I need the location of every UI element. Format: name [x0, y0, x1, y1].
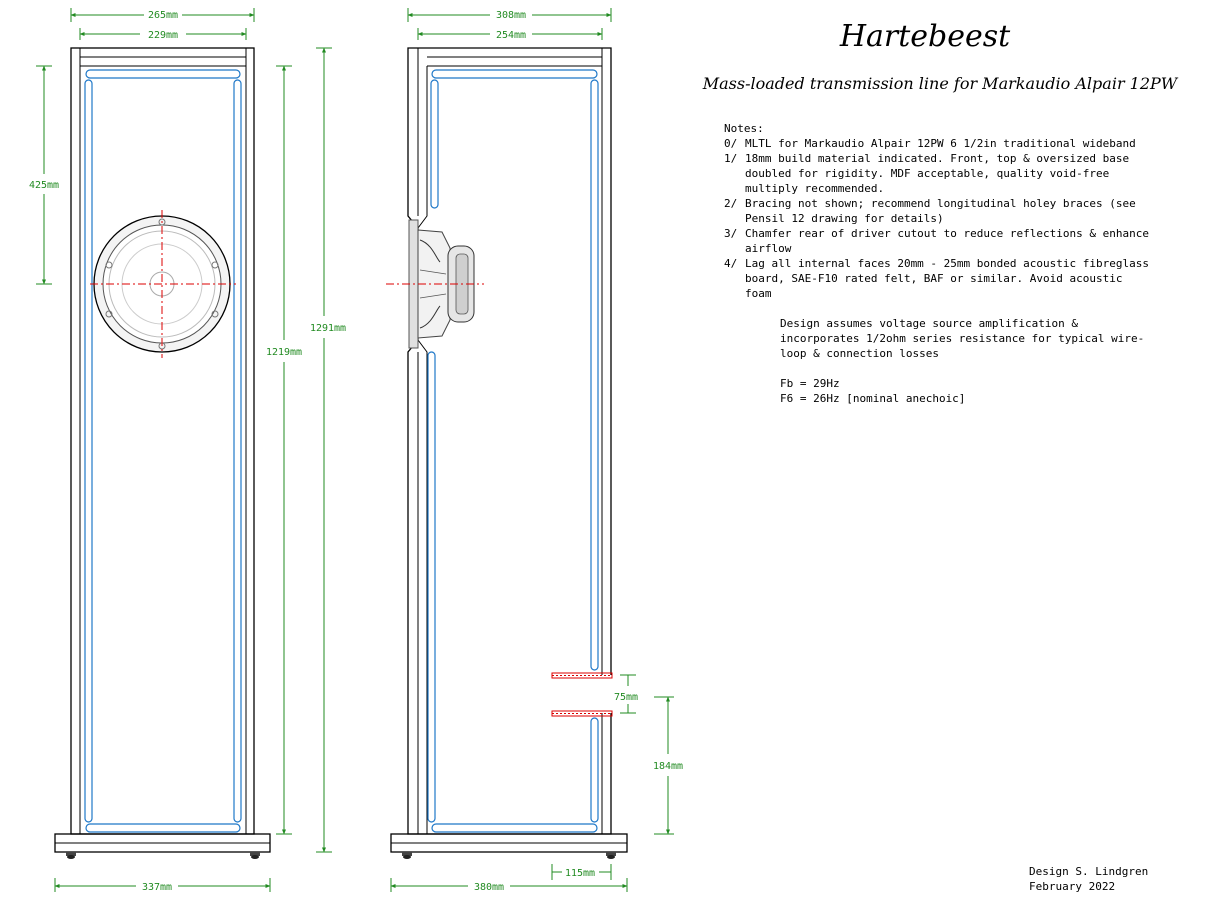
note-number: 0/	[724, 137, 738, 150]
side-foot-right	[606, 852, 616, 859]
credit-block: Design S. Lindgren February 2022	[1029, 864, 1148, 894]
front-cabinet-inner	[79, 65, 247, 835]
dim-side-base-depth: 380mm	[390, 878, 628, 893]
dim-side-outer-depth: 308mm	[407, 8, 612, 22]
note-item: 0/ MLTL for Markaudio Alpair 12PW 6 1/2i…	[724, 136, 1154, 151]
front-inner-height-label: 1219mm	[266, 347, 302, 358]
designer-name: Design S. Lindgren	[1029, 865, 1149, 878]
side-view: 308mm 254mm 75mm 184mm 3	[386, 8, 683, 893]
note-number: 2/	[724, 197, 738, 210]
note-item: 2/ Bracing not shown; recommend longitud…	[724, 196, 1154, 226]
front-lagging-bottom	[85, 823, 241, 833]
side-foot-left	[402, 852, 412, 859]
port-position-label: 184mm	[653, 761, 683, 772]
dim-side-inner-depth: 254mm	[417, 28, 603, 41]
front-inner-width-label: 229mm	[148, 30, 178, 41]
note-text: Bracing not shown; recommend longitudina…	[745, 197, 1136, 225]
driver-height-label: 425mm	[29, 180, 59, 191]
front-lagging-right	[233, 79, 242, 823]
side-driver	[386, 219, 484, 349]
f6-value: F6 = 26Hz [nominal anechoic]	[780, 392, 966, 405]
drawing-subtitle: Mass-loaded transmission line for Markau…	[702, 74, 1179, 93]
front-foot-right	[250, 852, 260, 859]
side-lagging-front-upper	[430, 79, 439, 209]
dim-front-base-width: 337mm	[54, 878, 271, 893]
port-lower-panel	[551, 710, 613, 717]
note-item: 4/ Lag all internal faces 20mm - 25mm bo…	[724, 256, 1154, 301]
notes-heading: Notes:	[724, 122, 764, 135]
front-lagging-top	[85, 69, 241, 79]
dim-front-inner-width: 229mm	[79, 28, 247, 41]
note-text: MLTL for Markaudio Alpair 12PW 6 1/2in t…	[745, 137, 1136, 150]
side-lagging-rear-upper	[590, 79, 599, 671]
note-text: 18mm build material indicated. Front, to…	[745, 152, 1130, 195]
port-depth-label: 115mm	[565, 868, 595, 879]
front-foot-left	[66, 852, 76, 859]
side-outer-depth-label: 308mm	[496, 10, 526, 21]
overall-height-label: 1291mm	[310, 323, 346, 334]
side-lagging-front-lower	[427, 351, 436, 823]
fb-value: Fb = 29Hz	[780, 377, 840, 390]
dim-port-height: 75mm	[614, 674, 638, 714]
note-number: 1/	[724, 152, 738, 165]
front-lagging-left	[84, 79, 93, 823]
design-block: Design assumes voltage source amplificat…	[780, 316, 1154, 406]
front-driver	[90, 210, 236, 358]
note-number: 3/	[724, 227, 738, 240]
side-base-depth-label: 380mm	[474, 882, 504, 893]
dim-overall-height: 1291mm	[310, 47, 346, 853]
side-lagging-top	[431, 69, 598, 79]
front-cabinet-outer	[70, 47, 255, 835]
front-outer-width-label: 265mm	[148, 10, 178, 21]
note-item: 1/ 18mm build material indicated. Front,…	[724, 151, 1154, 196]
dim-front-outer-width: 265mm	[70, 8, 255, 22]
note-text: Lag all internal faces 20mm - 25mm bonde…	[745, 257, 1149, 300]
dim-front-inner-height: 1219mm	[266, 65, 302, 835]
port-upper-panel	[551, 672, 613, 679]
dim-port-position: 184mm	[653, 696, 683, 835]
front-base-width-label: 337mm	[142, 882, 172, 893]
note-text: Chamfer rear of driver cutout to reduce …	[745, 227, 1149, 255]
design-assumption: Design assumes voltage source amplificat…	[780, 317, 1145, 360]
dim-driver-height: 425mm	[29, 65, 59, 285]
port-height-label: 75mm	[614, 692, 638, 703]
drawing-title: Hartebeest	[839, 19, 1011, 54]
note-number: 4/	[724, 257, 738, 270]
side-cabinet-inner	[417, 65, 603, 834]
side-lagging-rear-lower	[590, 717, 599, 823]
design-date: February 2022	[1029, 880, 1116, 893]
side-lagging-bottom	[431, 823, 598, 833]
front-view: 265mm 229mm 425mm 1219mm	[29, 8, 346, 893]
port-opening	[599, 675, 613, 713]
note-item: 3/ Chamfer rear of driver cutout to redu…	[724, 226, 1154, 256]
notes-panel: Notes: 0/ MLTL for Markaudio Alpair 12PW…	[724, 121, 1154, 406]
dim-port-depth: 115mm	[551, 864, 612, 880]
side-inner-depth-label: 254mm	[496, 30, 526, 41]
